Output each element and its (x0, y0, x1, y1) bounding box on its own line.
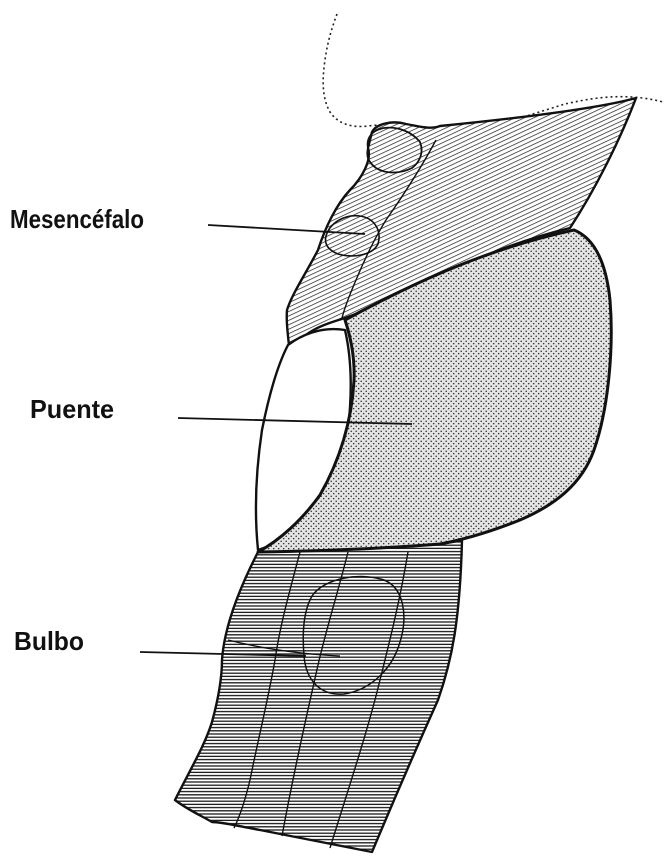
label-puente: Puente (30, 394, 114, 424)
label-mesencefalo: Mesencéfalo (10, 204, 144, 234)
medulla-region (175, 540, 462, 852)
label-bulbo: Bulbo (14, 626, 84, 656)
